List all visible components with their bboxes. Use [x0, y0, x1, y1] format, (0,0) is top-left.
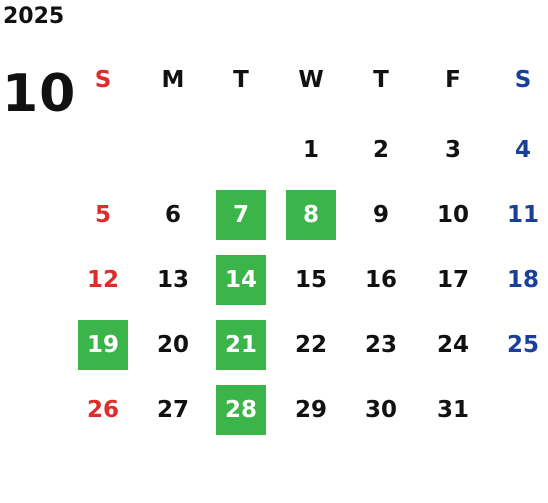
weekday-header: T: [233, 67, 249, 93]
day-cell-highlighted[interactable]: 7: [216, 190, 266, 240]
day-cell[interactable]: 2: [372, 137, 389, 163]
weekday-header: F: [445, 67, 461, 93]
day-cell[interactable]: 10: [436, 202, 469, 228]
day-cell-highlighted[interactable]: 8: [286, 190, 336, 240]
day-cell[interactable]: 23: [364, 332, 397, 358]
day-cell[interactable]: 22: [294, 332, 327, 358]
year-label: 2025: [3, 4, 65, 29]
weekday-header: S: [514, 67, 532, 93]
day-cell[interactable]: 16: [364, 267, 397, 293]
day-cell[interactable]: 4: [514, 137, 531, 163]
weekday-header: T: [373, 67, 389, 93]
weekday-header: M: [161, 67, 185, 93]
day-cell[interactable]: 18: [506, 267, 539, 293]
day-cell[interactable]: 6: [164, 202, 181, 228]
day-cell[interactable]: 20: [156, 332, 189, 358]
day-cell[interactable]: 24: [436, 332, 469, 358]
weekday-header: S: [94, 67, 112, 93]
day-cell-highlighted[interactable]: 19: [78, 320, 128, 370]
month-label: 10: [2, 64, 77, 124]
day-cell-highlighted[interactable]: 14: [216, 255, 266, 305]
day-cell[interactable]: 26: [86, 397, 119, 423]
day-cell[interactable]: 31: [436, 397, 469, 423]
day-cell[interactable]: 17: [436, 267, 469, 293]
day-cell[interactable]: 25: [506, 332, 539, 358]
day-cell[interactable]: 15: [294, 267, 327, 293]
day-cell[interactable]: 3: [444, 137, 461, 163]
day-cell[interactable]: 13: [156, 267, 189, 293]
day-cell-highlighted[interactable]: 28: [216, 385, 266, 435]
day-cell-highlighted[interactable]: 21: [216, 320, 266, 370]
day-cell[interactable]: 9: [372, 202, 389, 228]
day-cell[interactable]: 5: [94, 202, 111, 228]
day-cell[interactable]: 30: [364, 397, 397, 423]
day-cell[interactable]: 29: [294, 397, 327, 423]
day-cell[interactable]: 11: [506, 202, 539, 228]
weekday-header: W: [298, 67, 324, 93]
day-cell[interactable]: 27: [156, 397, 189, 423]
day-cell[interactable]: 1: [302, 137, 319, 163]
day-cell[interactable]: 12: [86, 267, 119, 293]
